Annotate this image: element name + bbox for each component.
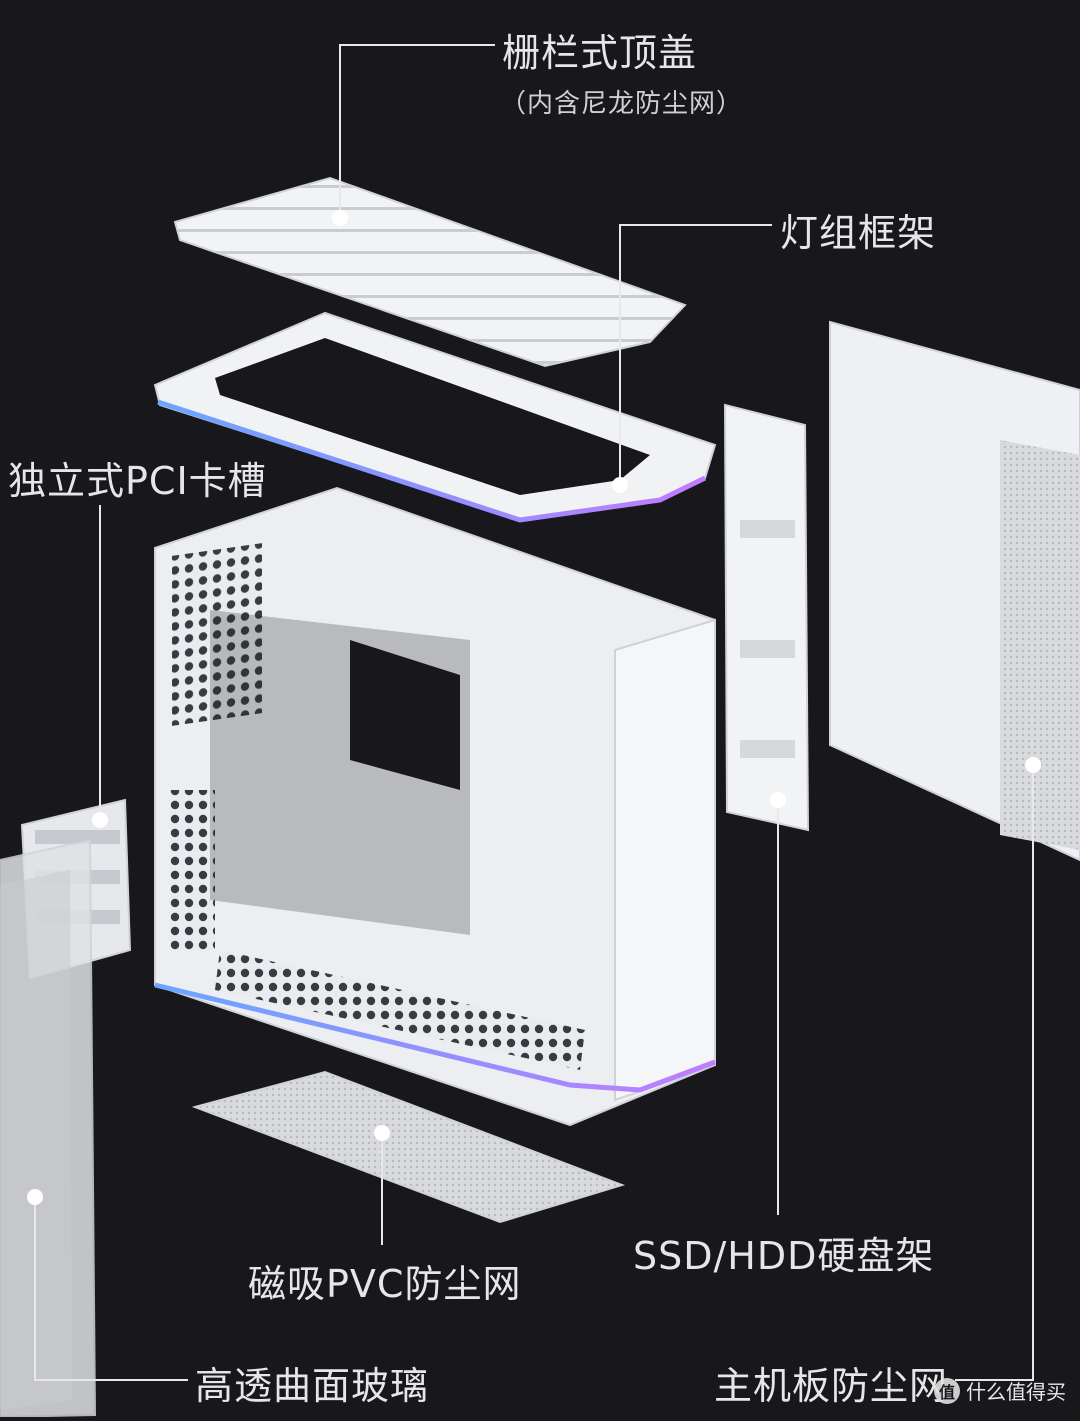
top-cover-label: 栅栏式顶盖 (502, 22, 697, 77)
top-cover-note: （内含尼龙防尘网） (500, 83, 743, 120)
watermark-logo-icon: 值 (934, 1378, 960, 1404)
drive-cage-label: SSD/HDD硬盘架 (633, 1225, 934, 1280)
drive-cage-part (725, 405, 808, 830)
curved-glass-label: 高透曲面玻璃 (195, 1355, 429, 1410)
curved-glass-part (0, 840, 95, 1417)
light-frame-label: 灯组框架 (780, 202, 936, 257)
watermark-text: 什么值得买 (966, 1376, 1066, 1405)
pci-slot-label: 独立式PCI卡槽 (8, 450, 267, 505)
top-cover-part (175, 178, 685, 366)
magnetic-filter-label: 磁吸PVC防尘网 (248, 1253, 521, 1308)
watermark: 值 什么值得买 (934, 1376, 1066, 1405)
chassis-part (155, 488, 715, 1125)
side-panel-part (830, 322, 1080, 860)
motherboard-filter-label: 主机板防尘网 (714, 1355, 948, 1410)
